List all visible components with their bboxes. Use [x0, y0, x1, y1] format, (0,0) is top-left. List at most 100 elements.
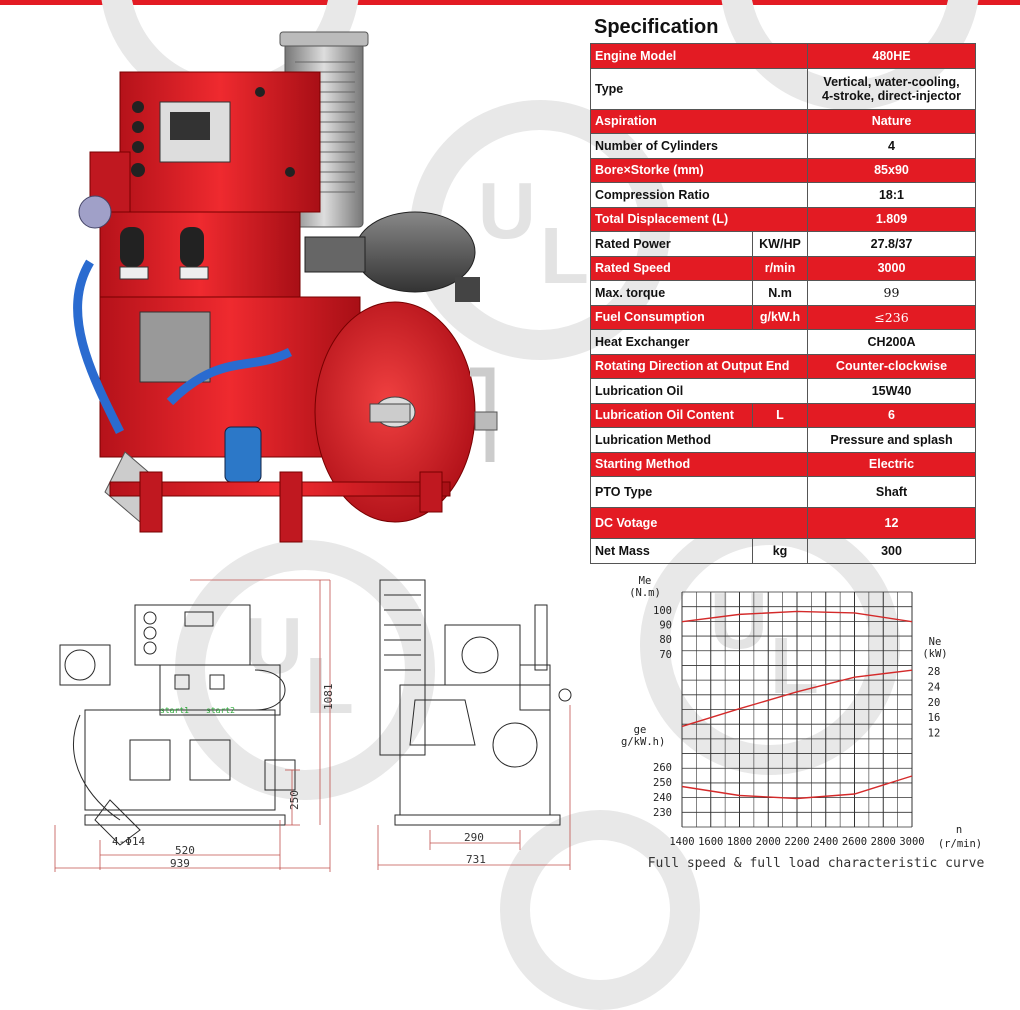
- ne-tick-label: 24: [928, 681, 941, 693]
- ge-tick-label: 240: [653, 792, 672, 804]
- spec-label: Bore×Storke (mm): [590, 157, 808, 183]
- spec-label: Rotating Direction at Output End: [590, 353, 808, 379]
- spec-value: Pressure and splash: [807, 427, 976, 453]
- ne-axis-label: Ne: [929, 636, 942, 648]
- spec-label: Max. torque: [590, 280, 753, 306]
- start1-label: start1: [160, 706, 189, 715]
- spec-label: Type: [590, 67, 808, 110]
- spec-unit: KW/HP: [752, 231, 808, 257]
- x-tick-label: 2800: [871, 836, 896, 848]
- me-tick-label: 80: [659, 634, 672, 646]
- spec-value: Electric: [807, 451, 976, 477]
- dim-bolt-holes: 4-Φ14: [112, 835, 145, 848]
- spec-value: Vertical, water-cooling, 4-stroke, direc…: [807, 67, 976, 110]
- me-axis-label: Me: [639, 575, 652, 587]
- ne-tick-label: 12: [928, 728, 941, 740]
- spec-value: 300: [807, 538, 976, 564]
- spec-value: 18:1: [807, 182, 976, 208]
- spec-label: Engine Model: [590, 43, 808, 69]
- ne-axis-label: (kW): [922, 648, 947, 660]
- x-tick-label: 2600: [842, 836, 867, 848]
- ge-axis-label: ge: [634, 724, 647, 736]
- spec-label: DC Votage: [590, 507, 808, 539]
- dim-250: 250: [288, 790, 301, 810]
- spec-value: 6: [807, 402, 976, 428]
- dim-939: 939: [170, 857, 190, 870]
- front-view-drawing: start1 start2 4-Φ14 520 939 250 1081: [54, 579, 335, 872]
- spec-label: Number of Cylinders: [590, 133, 808, 159]
- spec-label: Rated Speed: [590, 255, 753, 281]
- x-tick-label: 2400: [813, 836, 838, 848]
- spec-unit: r/min: [752, 255, 808, 281]
- dim-290: 290: [464, 831, 484, 844]
- side-view-drawing: 290 731: [377, 579, 572, 870]
- spec-label: Heat Exchanger: [590, 329, 808, 355]
- ne-tick-label: 16: [928, 712, 941, 724]
- watermark-letter: U: [245, 601, 303, 690]
- watermark-letter: U: [478, 166, 536, 255]
- me-axis-label: (N.m): [629, 587, 661, 599]
- x-axis-label: n: [956, 824, 962, 836]
- engine-illustration: [73, 31, 498, 543]
- dim-520: 520: [175, 844, 195, 857]
- me-curve: [681, 610, 913, 623]
- x-tick-label: 1400: [669, 836, 694, 848]
- spec-label: Lubrication Oil: [590, 378, 808, 404]
- me-tick-label: 70: [659, 649, 672, 661]
- chart-caption: Full speed & full load characteristic cu…: [648, 856, 985, 871]
- spec-value: 99: [807, 280, 976, 306]
- spec-label: Fuel Consumption: [590, 304, 753, 330]
- spec-value: 3000: [807, 255, 976, 281]
- spec-label: Total Displacement (L): [590, 206, 808, 232]
- ne-tick-label: 20: [928, 697, 941, 709]
- start2-label: start2: [206, 706, 235, 715]
- ne-tick-label: 28: [928, 666, 941, 678]
- spec-label: Compression Ratio: [590, 182, 808, 208]
- spec-unit: N.m: [752, 280, 808, 306]
- spec-label: Rated Power: [590, 231, 753, 257]
- x-tick-label: 3000: [899, 836, 924, 848]
- spec-row: Total Displacement (L)1.809: [590, 206, 976, 232]
- dim-1081: 1081: [322, 684, 335, 711]
- spec-label: Lubrication Oil Content: [590, 402, 753, 428]
- spec-label: PTO Type: [590, 476, 808, 508]
- spec-value: 15W40: [807, 378, 976, 404]
- spec-title: Specification: [594, 16, 719, 38]
- spec-value: Nature: [807, 108, 976, 134]
- spec-value: Shaft: [807, 476, 976, 508]
- me-tick-label: 90: [659, 620, 672, 632]
- spec-label: Net Mass: [590, 538, 753, 564]
- spec-value: Counter-clockwise: [807, 353, 976, 379]
- ge-tick-label: 250: [653, 777, 672, 789]
- spec-value: 27.8/37: [807, 231, 976, 257]
- spec-value: 480HE: [807, 43, 976, 69]
- spec-value: 1.809: [807, 206, 976, 232]
- spec-unit: g/kW.h: [752, 304, 808, 330]
- spec-label: Lubrication Method: [590, 427, 808, 453]
- spec-label: Aspiration: [590, 108, 808, 134]
- spec-value: CH200A: [807, 329, 976, 355]
- x-axis-label: (r/min): [938, 838, 982, 850]
- ge-tick-label: 260: [653, 762, 672, 774]
- ge-axis-label: (g/kW.h): [620, 736, 665, 748]
- x-tick-label: 2000: [756, 836, 781, 848]
- spec-value: 12: [807, 507, 976, 539]
- ne-curve: [681, 669, 913, 728]
- ge-curve: [681, 775, 913, 800]
- watermark-letter: U: [710, 576, 768, 665]
